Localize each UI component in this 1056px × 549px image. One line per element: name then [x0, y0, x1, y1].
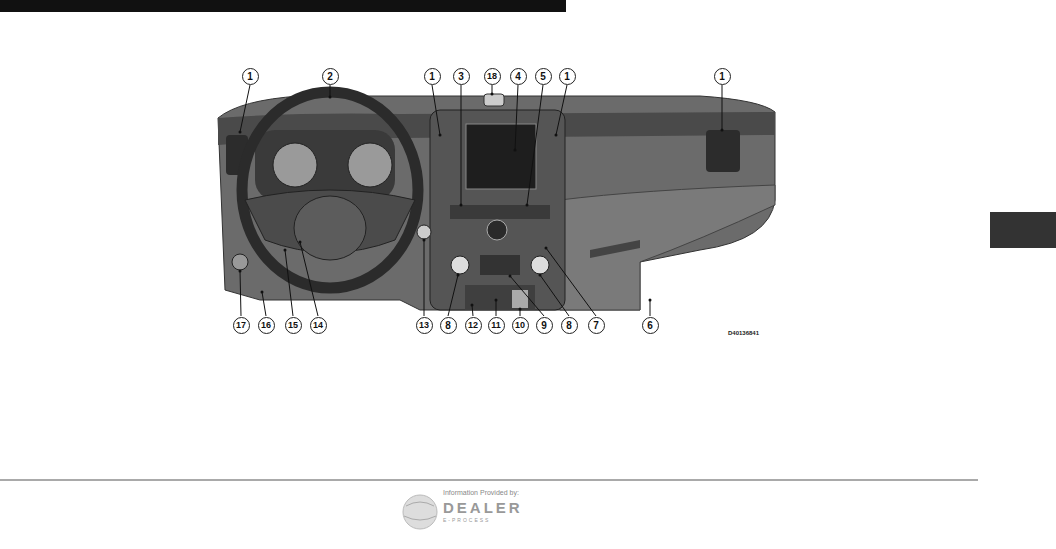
- callout-number: 16: [258, 317, 275, 334]
- leader-line: [330, 85, 331, 97]
- leader-line: [722, 85, 723, 130]
- callout-number: 1: [242, 68, 259, 85]
- headlamp-switch: [232, 254, 248, 270]
- leader-dot: [284, 249, 287, 252]
- callout-number: 15: [285, 317, 302, 334]
- leader-line: [432, 85, 440, 135]
- leader-dot: [457, 274, 460, 277]
- glovebox: [560, 185, 775, 310]
- leader-line: [262, 292, 266, 316]
- leader-line: [472, 305, 473, 316]
- leader-dot: [460, 204, 463, 207]
- steering-wheel: [242, 92, 418, 288]
- watermark-text: DEALER: [443, 499, 523, 516]
- watermark-text: E-PROCESS: [443, 517, 490, 523]
- callout-number: 12: [465, 317, 482, 334]
- leader-dot: [526, 204, 529, 207]
- leader-line: [424, 240, 425, 316]
- leader-dot: [555, 134, 558, 137]
- gauge: [273, 143, 317, 187]
- watermark-globe: [403, 495, 437, 529]
- callout-number: 17: [233, 317, 250, 334]
- button-row: [450, 205, 550, 219]
- callout-number: 7: [588, 317, 605, 334]
- climate-knob: [531, 256, 549, 274]
- callout-number: 13: [416, 317, 433, 334]
- callout-number: 9: [536, 317, 553, 334]
- gauge: [348, 143, 392, 187]
- leader-dot: [514, 149, 517, 152]
- callout-number: 3: [453, 68, 470, 85]
- leader-dot: [261, 291, 264, 294]
- climate-buttons: [480, 255, 520, 275]
- header-bar: [0, 0, 566, 12]
- center-stack: [430, 110, 565, 310]
- leader-line: [556, 85, 567, 135]
- touchscreen: [466, 124, 536, 189]
- climate-knob: [451, 256, 469, 274]
- callout-number: 1: [559, 68, 576, 85]
- callout-number: 10: [512, 317, 529, 334]
- leader-line: [448, 275, 458, 316]
- callout-number: 8: [561, 317, 578, 334]
- leader-line: [527, 85, 543, 205]
- callout-number: 1: [424, 68, 441, 85]
- callout-number: 6: [642, 317, 659, 334]
- leader-dot: [539, 274, 542, 277]
- start-button: [417, 225, 431, 239]
- leader-dot: [439, 134, 442, 137]
- air-vent: [706, 130, 740, 172]
- leader-line: [240, 271, 241, 316]
- figure-code: D40136841: [728, 330, 759, 336]
- callout-number: 1: [714, 68, 731, 85]
- glovebox-handle: [590, 240, 640, 258]
- callout-number: 11: [488, 317, 505, 334]
- leader-line: [540, 275, 569, 316]
- callout-number: 5: [535, 68, 552, 85]
- leader-line: [285, 250, 293, 316]
- leader-line: [461, 85, 462, 205]
- leader-dot: [545, 247, 548, 250]
- control-knob: [487, 220, 507, 240]
- leader-dot: [649, 299, 652, 302]
- leader-line: [300, 242, 318, 316]
- watermark-text: Information Provided by:: [443, 489, 519, 496]
- shifter: [512, 290, 528, 308]
- clock: [484, 94, 504, 106]
- section-tab: [990, 212, 1056, 248]
- airbag-hub: [294, 196, 366, 260]
- leader-dot: [721, 129, 724, 132]
- leader-dot: [329, 96, 332, 99]
- leader-dot: [509, 275, 512, 278]
- leader-dot: [299, 241, 302, 244]
- leader-dot: [495, 299, 498, 302]
- callout-number: 14: [310, 317, 327, 334]
- leader-line: [650, 300, 651, 316]
- watermark-globe: [404, 502, 436, 520]
- footer-rule: [0, 480, 978, 481]
- callout-number: 18: [484, 68, 501, 85]
- leader-dot: [239, 270, 242, 273]
- leader-dot: [471, 304, 474, 307]
- leader-line: [240, 85, 250, 132]
- leader-line: [496, 300, 497, 316]
- leader-line: [546, 248, 596, 316]
- leader-dot: [423, 239, 426, 242]
- leader-line: [515, 85, 518, 150]
- callout-number: 4: [510, 68, 527, 85]
- instrument-cluster: [255, 130, 395, 200]
- leader-dot: [519, 308, 522, 311]
- leader-dot: [491, 93, 494, 96]
- callout-number: 8: [440, 317, 457, 334]
- leader-line: [510, 276, 544, 316]
- leader-dot: [239, 131, 242, 134]
- callout-number: 2: [322, 68, 339, 85]
- storage-bin: [465, 285, 535, 310]
